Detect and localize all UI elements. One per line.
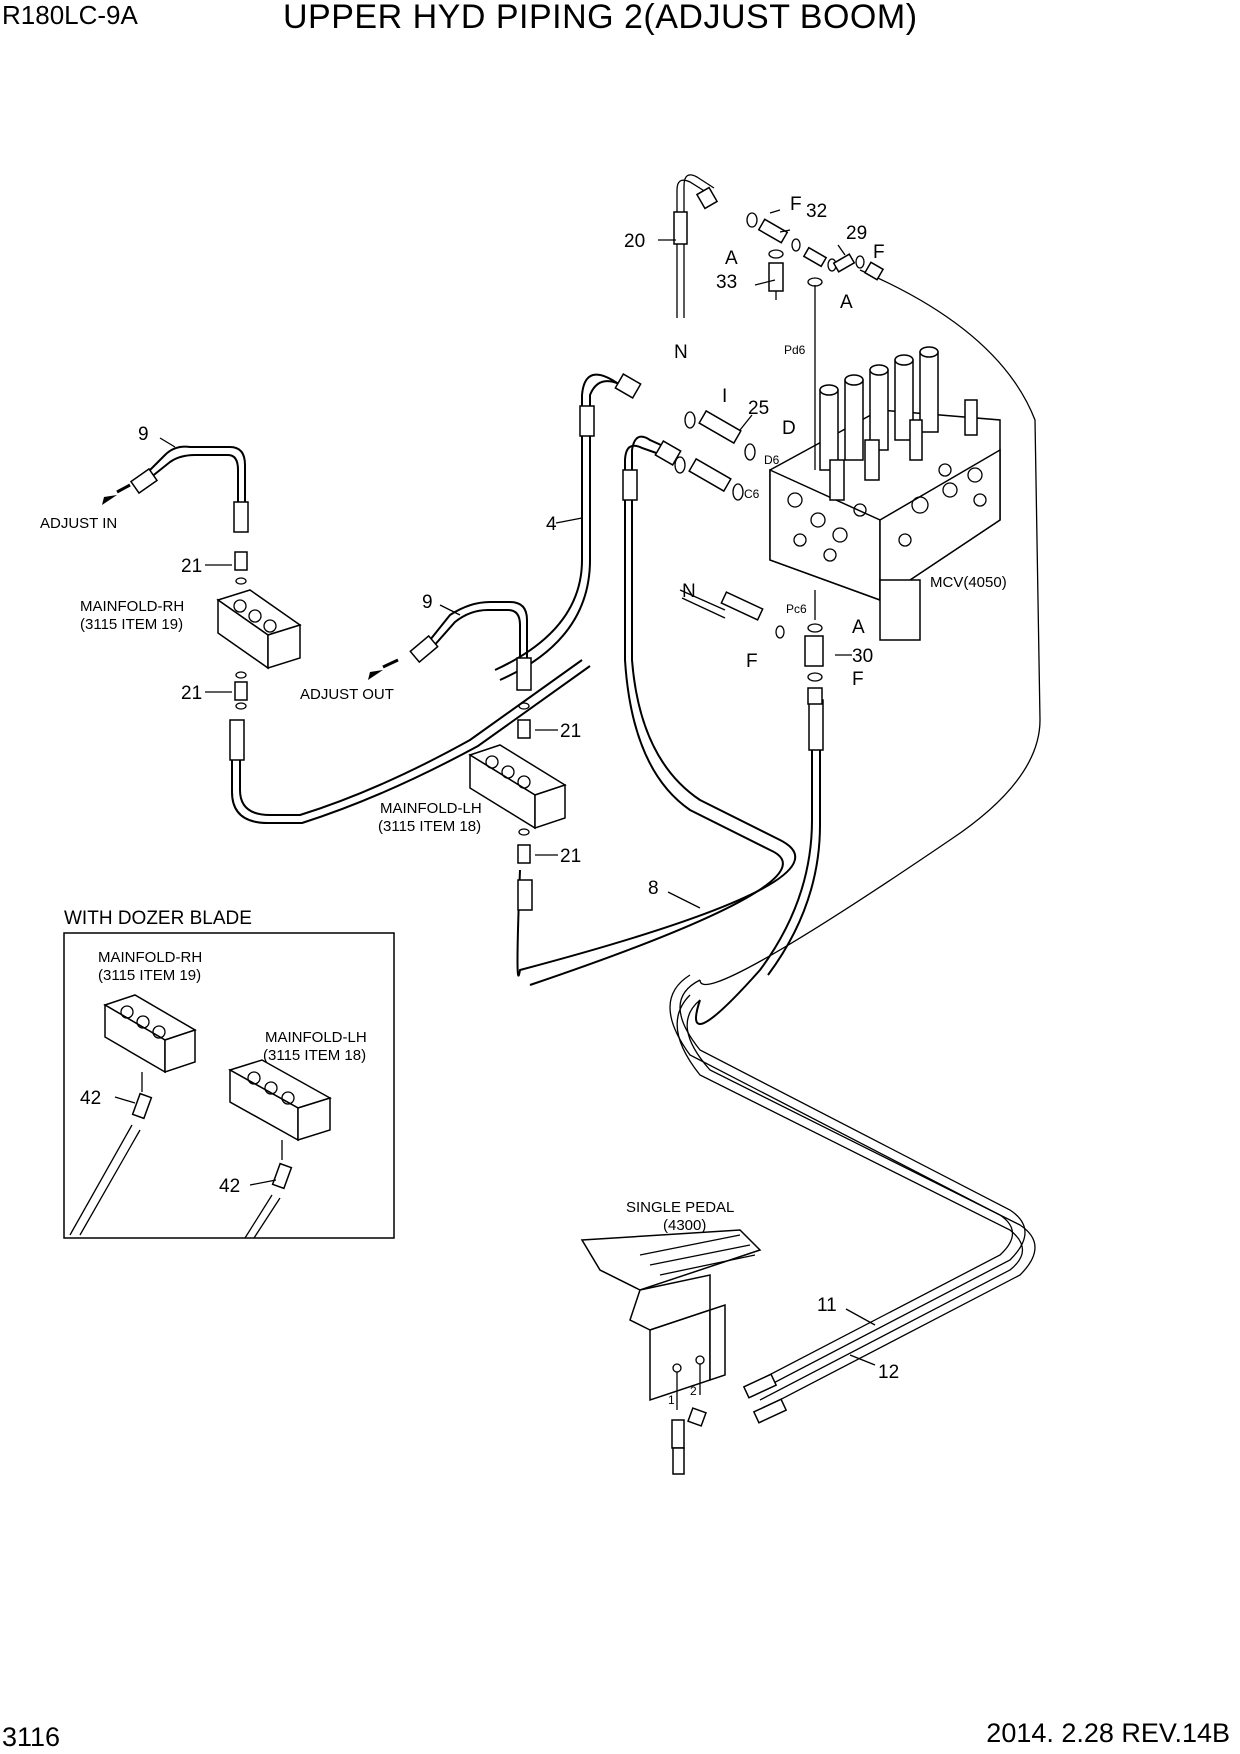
- port-pc6: Pc6: [786, 602, 807, 616]
- label-adjust-out: ADJUST OUT: [300, 686, 394, 703]
- fittings-top: [695, 186, 885, 300]
- model-code: R180LC-9A: [2, 0, 138, 30]
- letter-f-30-left: F: [746, 651, 758, 672]
- letter-f-30-right: F: [852, 669, 864, 690]
- label-single-pedal: SINGLE PEDAL: [626, 1199, 734, 1216]
- part-callouts: 4 8 9 9 11 12 20 21 21 21 21 25 29 30 32…: [80, 201, 899, 1383]
- callout-25: 25: [748, 398, 769, 419]
- label-dozer-lh: MAINFOLD-LH: [265, 1029, 367, 1046]
- callout-33: 33: [716, 272, 737, 293]
- callout-9-out: 9: [422, 592, 433, 613]
- label-manifold-rh: MAINFOLD-RH: [80, 598, 184, 615]
- callout-32: 32: [806, 201, 827, 222]
- port-2: 2: [690, 1384, 697, 1398]
- letter-i: I: [722, 386, 727, 407]
- label-manifold-lh-ref: (3115 ITEM 18): [378, 818, 481, 835]
- manifold-rh: [216, 551, 302, 710]
- label-manifold-rh-ref: (3115 ITEM 19): [80, 616, 183, 633]
- flow-arrows: [102, 483, 399, 680]
- revision-date: 2014. 2.28 REV.14B: [986, 1718, 1230, 1748]
- label-adjust-in: ADJUST IN: [40, 515, 117, 532]
- callout-21-lh-bottom: 21: [560, 846, 581, 867]
- single-pedal: [580, 1229, 762, 1475]
- port-1: 1: [668, 1393, 675, 1407]
- callout-9-in: 9: [138, 424, 149, 445]
- label-mcv: MCV(4050): [930, 574, 1007, 591]
- callout-21-lh-top: 21: [560, 721, 581, 742]
- leader-lines: [114, 209, 876, 1366]
- letter-a-30: A: [852, 617, 865, 638]
- callout-4: 4: [546, 514, 557, 535]
- label-dozer-lh-ref: (3115 ITEM 18): [263, 1047, 366, 1064]
- hose-8: [516, 435, 797, 986]
- callout-21-rh-bottom: 21: [181, 683, 202, 704]
- letter-a-33: A: [725, 248, 738, 269]
- label-dozer-blade: WITH DOZER BLADE: [64, 908, 252, 929]
- port-pd6: Pd6: [784, 343, 806, 357]
- callout-21-rh-top: 21: [181, 556, 202, 577]
- connection-letters: F F F F A A A N N I D: [674, 194, 885, 690]
- hose-to-mcv-top: [699, 269, 1041, 986]
- label-single-pedal-ref: (4300): [663, 1217, 706, 1234]
- component-captions: ADJUST IN ADJUST OUT MCV(4050) MAINFOLD-…: [40, 515, 1007, 1234]
- callout-20: 20: [624, 231, 645, 252]
- callout-30: 30: [852, 646, 873, 667]
- port-labels: Pd6 D6 C6 Pc6 1 2: [668, 343, 807, 1407]
- callout-42-lh: 42: [219, 1176, 240, 1197]
- port-c6: C6: [744, 487, 760, 501]
- callout-8: 8: [648, 878, 659, 899]
- fittings-30: [679, 589, 824, 705]
- page-number: 3116: [2, 1722, 61, 1752]
- port-d6: D6: [764, 453, 780, 467]
- label-dozer-rh: MAINFOLD-RH: [98, 949, 202, 966]
- callout-42-rh: 42: [80, 1088, 101, 1109]
- callout-11: 11: [817, 1295, 837, 1316]
- letter-a-29: A: [840, 292, 853, 313]
- fittings-25: [614, 373, 756, 501]
- hose-4: [494, 373, 631, 681]
- hose-11-12-bundle: [669, 974, 1036, 1424]
- callout-12: 12: [878, 1362, 899, 1383]
- letter-n-bottom: N: [682, 581, 696, 602]
- callout-29: 29: [846, 223, 867, 244]
- hose-9-adjust-in: [129, 445, 249, 533]
- hose-to-pc6: [695, 695, 824, 1025]
- letter-f-29: F: [873, 242, 885, 263]
- letter-f-32: F: [790, 194, 802, 215]
- page-title: UPPER HYD PIPING 2(ADJUST BOOM): [283, 0, 918, 36]
- mcv-control-valve: [769, 285, 1001, 641]
- hose-20: [673, 174, 715, 318]
- label-manifold-lh: MAINFOLD-LH: [380, 800, 482, 817]
- dozer-blade-inset: [63, 932, 395, 1239]
- label-dozer-rh-ref: (3115 ITEM 19): [98, 967, 201, 984]
- manifold-lh: [468, 702, 567, 911]
- letter-n-top: N: [674, 342, 688, 363]
- hose-9-adjust-out: [229, 601, 591, 824]
- letter-d: D: [782, 418, 796, 439]
